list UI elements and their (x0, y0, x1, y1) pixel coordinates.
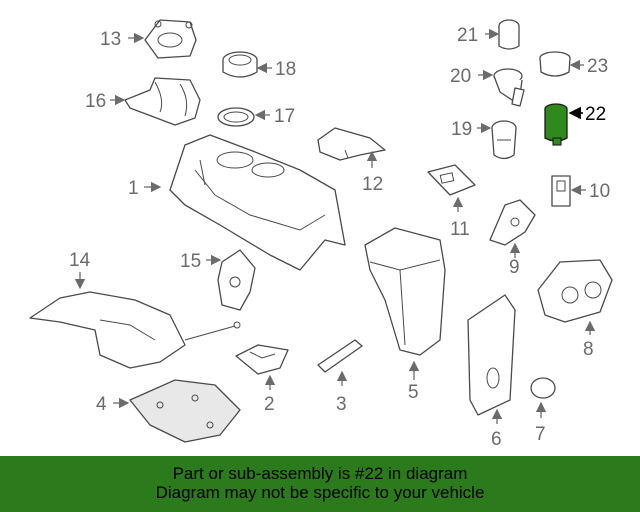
part-11-panel[interactable] (427, 164, 476, 196)
part-10-switch[interactable] (551, 175, 571, 207)
callout-13: 13 (100, 29, 121, 50)
part-21-cup[interactable] (498, 19, 520, 50)
callout-3: 3 (336, 394, 347, 415)
callout-15: 15 (180, 251, 201, 272)
callout-23: 23 (587, 56, 608, 77)
part-4-base-plate[interactable] (129, 379, 241, 443)
part-3-strip[interactable] (317, 339, 363, 373)
callout-12: 12 (362, 174, 383, 195)
callout-6: 6 (491, 429, 502, 450)
callout-21: 21 (457, 25, 478, 46)
part-20-holder[interactable] (493, 68, 525, 107)
callout-2: 2 (264, 394, 275, 415)
callout-18: 18 (275, 59, 296, 80)
part-16-tray[interactable] (124, 77, 201, 126)
callout-8: 8 (583, 339, 594, 360)
callout-9: 9 (509, 257, 520, 278)
part-5-armrest[interactable] (364, 227, 446, 356)
part-2-bracket[interactable] (235, 344, 289, 375)
callout-1: 1 (128, 178, 139, 199)
part-6-side-panel[interactable] (467, 294, 516, 416)
part-14-shifter[interactable] (29, 291, 241, 369)
part-19-socket[interactable] (491, 120, 517, 160)
part-17-ring[interactable] (217, 107, 255, 127)
callout-4: 4 (96, 394, 107, 415)
parts-diagram: 13 18 16 17 1 12 21 (29, 19, 613, 450)
callout-17: 17 (274, 106, 295, 127)
info-banner: Part or sub-assembly is #22 in diagram D… (0, 456, 640, 512)
part-23-cup[interactable] (539, 51, 571, 77)
callout-14: 14 (69, 250, 91, 271)
part-13-bracket[interactable] (144, 19, 197, 59)
part-12-cover[interactable] (317, 127, 386, 161)
callout-5: 5 (408, 382, 419, 403)
banner-line-1: Part or sub-assembly is #22 in diagram (172, 464, 468, 483)
callout-22: 22 (585, 104, 606, 125)
callout-11: 11 (450, 219, 470, 240)
part-15-bracket[interactable] (217, 249, 256, 311)
part-8-control-module[interactable] (537, 259, 613, 323)
part-9-bracket[interactable] (489, 199, 536, 246)
part-1-console-body[interactable] (169, 134, 346, 271)
part-7-cap[interactable] (530, 377, 556, 399)
callout-16: 16 (85, 91, 106, 112)
banner-line-2: Diagram may not be specific to your vehi… (155, 483, 485, 502)
callout-19: 19 (451, 119, 472, 140)
callout-10: 10 (589, 181, 610, 202)
callout-7: 7 (535, 424, 546, 445)
part-18-cup[interactable] (222, 51, 258, 78)
part-22-highlighted[interactable] (544, 103, 568, 146)
callout-20: 20 (450, 66, 471, 87)
